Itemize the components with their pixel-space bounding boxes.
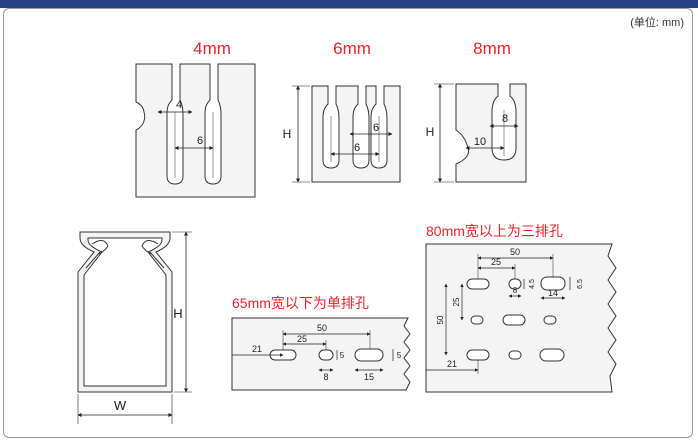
- single-row-dimlines: [232, 330, 394, 372]
- label-6mm-height: H: [283, 127, 292, 141]
- triple-row-dim-50v: 50: [436, 315, 445, 324]
- single-row-dim-5b: 5: [397, 351, 402, 360]
- triple-row-dim-21: 21: [447, 359, 457, 369]
- triple-row-dim-50: 50: [510, 247, 520, 257]
- label-8mm-offset: 10: [474, 136, 486, 148]
- label-6mm-width: 6: [373, 122, 379, 134]
- triple-row-dim-25: 25: [491, 257, 501, 267]
- triple-row-dim-8: 8: [513, 286, 518, 295]
- single-row-dim-25: 25: [297, 334, 307, 344]
- label-6mm-pitch: 6: [354, 142, 360, 154]
- single-row-dim-15: 15: [364, 372, 374, 382]
- single-row-dim-5a: 5: [340, 351, 345, 360]
- label-4mm-pitch: 6: [197, 135, 203, 147]
- triple-row-dim-6_5: 6.5: [577, 279, 584, 289]
- triple-row-dim-4_5: 4.5: [529, 279, 536, 289]
- title-6mm: 6mm: [333, 39, 371, 58]
- single-row-title: 65mm宽以下为单排孔: [232, 295, 369, 311]
- top-bar: [0, 0, 698, 8]
- title-4mm: 4mm: [193, 39, 231, 58]
- unit-note: (单位: mm): [630, 17, 684, 29]
- label-8mm-width: 8: [502, 113, 508, 125]
- label-duct-height: H: [173, 306, 182, 321]
- single-row-dim-8: 8: [323, 372, 328, 382]
- triple-row-dim-25v: 25: [452, 297, 461, 306]
- label-4mm-width: 4: [176, 99, 182, 111]
- label-duct-width: W: [114, 398, 127, 413]
- single-row-dim-50: 50: [317, 323, 327, 333]
- label-8mm-height: H: [426, 125, 435, 139]
- triple-row-title: 80mm宽以上为三排孔: [426, 223, 563, 239]
- triple-row-holes: [466, 276, 566, 362]
- slot-plate-4mm-body: [135, 63, 256, 198]
- single-row-dim-21: 21: [252, 344, 262, 354]
- title-8mm: 8mm: [473, 39, 511, 58]
- triple-row-dim-14: 14: [548, 288, 558, 298]
- duct-cross-section: [77, 231, 173, 393]
- slot-plate-8mm: [455, 83, 527, 183]
- single-row-holes: [269, 348, 384, 362]
- triple-row-dimlines: [426, 254, 571, 374]
